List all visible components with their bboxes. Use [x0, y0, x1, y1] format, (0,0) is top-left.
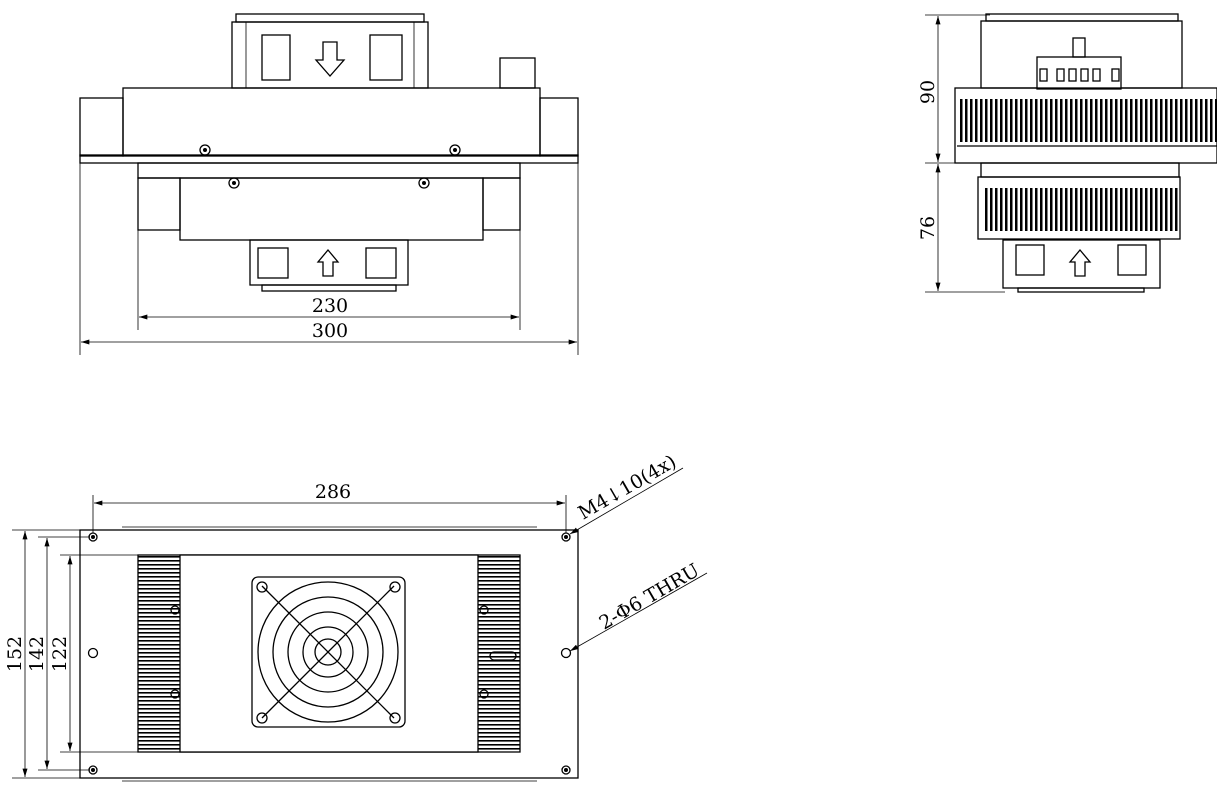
- connector: [499, 57, 536, 89]
- fan-grill-icon: [257, 581, 399, 723]
- terminal-block: [1036, 56, 1122, 90]
- hole-leader: [569, 572, 708, 652]
- fan: [251, 576, 406, 728]
- dim-122: 122: [49, 636, 71, 672]
- dim-76: 76: [917, 216, 939, 240]
- airflow-up-arrow-icon: [316, 248, 340, 277]
- side-airflow-up-arrow-icon: [1068, 248, 1092, 277]
- dim-142: 142: [26, 636, 48, 672]
- airflow-down-arrow-icon: [314, 41, 346, 77]
- thread-leader: [569, 467, 684, 535]
- hole-callout: 2-Φ6 THRU: [596, 559, 704, 634]
- mounting-holes: [87, 532, 572, 775]
- side-lower-heatsink: [977, 176, 1181, 240]
- main-body: [122, 87, 541, 157]
- dim-90: 90: [917, 80, 939, 104]
- front-view: 230 300: [79, 13, 579, 355]
- dim-230: 230: [312, 295, 348, 317]
- side-bottom-fan: [1002, 239, 1161, 289]
- side-view: 90 76: [917, 13, 1217, 293]
- dim-286: 286: [315, 481, 351, 503]
- dim-300: 300: [312, 320, 348, 342]
- thread-callout: M4↓10(4x): [575, 451, 681, 525]
- dim-152: 152: [4, 636, 26, 672]
- lower-block: [179, 177, 484, 241]
- bottom-view: 286 152 142 122 M4↓10(4x) 2-Φ6 THRU: [4, 451, 708, 782]
- top-fan-cap: [235, 13, 425, 23]
- mounting-plate: [79, 529, 579, 779]
